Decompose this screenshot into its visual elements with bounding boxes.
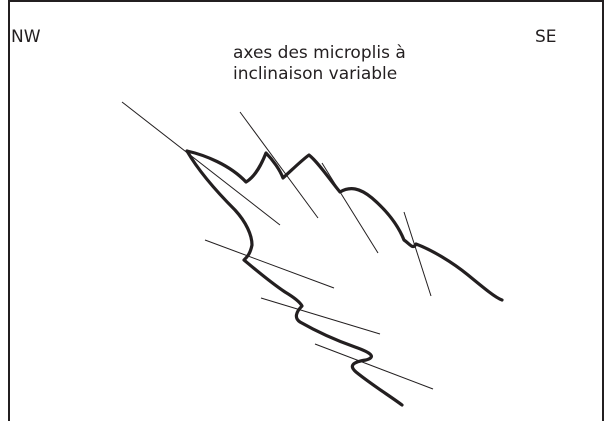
axis-line-2 bbox=[240, 112, 318, 218]
axis-line-1 bbox=[122, 102, 280, 225]
folded-layer-trace-lower bbox=[187, 151, 402, 405]
axes-caption-line-2: inclinaison variable bbox=[233, 64, 406, 85]
direction-label-nw: NW bbox=[11, 27, 41, 48]
axis-line-3 bbox=[322, 163, 378, 253]
axes-caption: axes des microplis à inclinaison variabl… bbox=[233, 43, 406, 85]
folded-layer-trace bbox=[187, 151, 502, 300]
axis-line-7 bbox=[315, 344, 433, 389]
direction-label-se: SE bbox=[535, 27, 557, 48]
axes-caption-line-1: axes des microplis à bbox=[233, 43, 406, 64]
axis-line-6 bbox=[261, 298, 380, 334]
axis-line-4 bbox=[404, 212, 431, 296]
